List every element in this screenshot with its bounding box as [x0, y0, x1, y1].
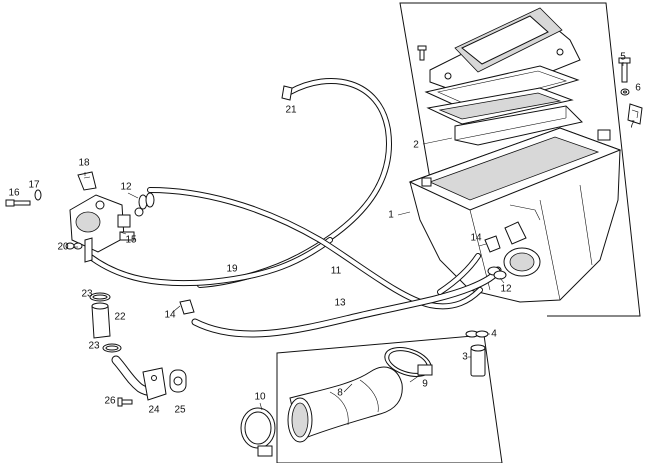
callout-11: 11: [331, 266, 342, 277]
air-box-housing: [408, 127, 622, 303]
bolt-16: [5, 199, 31, 207]
callout-2: 2: [413, 140, 419, 151]
bracket-18: [77, 171, 97, 191]
callout-15: 15: [125, 235, 137, 246]
spring-clip-21: [281, 85, 293, 101]
hose-to-box: [437, 253, 481, 295]
callout-23-lower: 23: [88, 341, 100, 352]
leader-lines: [74, 62, 624, 411]
callout-6: 6: [635, 83, 641, 94]
callout-7: 7: [629, 120, 635, 131]
callout-25: 25: [174, 405, 186, 416]
callout-3: 3: [462, 352, 468, 363]
hose-13: [191, 266, 502, 338]
callout-24: 24: [148, 405, 160, 416]
cover-screw: [618, 57, 631, 83]
washer-17: [34, 189, 42, 201]
callout-18: 18: [78, 158, 90, 169]
clamp-9: [384, 347, 433, 377]
washer: [620, 88, 630, 96]
pump-valve-assembly: [69, 194, 135, 263]
callout-14-lower: 14: [164, 310, 176, 321]
clamp-20: [65, 242, 83, 250]
callout-22: 22: [114, 312, 126, 323]
callout-23-upper: 23: [81, 289, 93, 300]
sleeve-22: [91, 302, 111, 339]
gasket-25: [169, 369, 187, 393]
callout-12-right: 12: [500, 284, 512, 295]
clip-14-upper: [484, 235, 501, 253]
clamp-10: [240, 407, 276, 457]
hose-clamp-12-right: [487, 266, 507, 280]
callout-20: 20: [57, 242, 69, 253]
callout-5: 5: [620, 52, 626, 63]
callout-12-left: 12: [120, 182, 132, 193]
drain-plug: [470, 344, 486, 377]
hose-19: [85, 237, 333, 287]
spring-clip: [627, 103, 643, 125]
callout-4: 4: [491, 329, 497, 340]
callout-17: 17: [28, 180, 40, 191]
callout-14-upper: 14: [470, 233, 482, 244]
callout-19: 19: [226, 264, 238, 275]
hose-11: [147, 187, 483, 310]
hose-clamp-12-left: [134, 192, 155, 217]
air-filter-element: [426, 87, 583, 146]
clip-14-lower: [179, 299, 195, 315]
airbox-group-frame: [399, 2, 641, 317]
pipe-24: [111, 355, 167, 401]
callout-8: 8: [337, 388, 343, 399]
small-screw-top: [417, 45, 427, 61]
airbox-cover: [429, 7, 581, 101]
intake-duct-8: [287, 366, 403, 443]
callout-21: 21: [285, 105, 297, 116]
intake-duct-group-frame: [276, 334, 503, 463]
hose-clamp-4: [465, 330, 489, 338]
callout-13: 13: [334, 298, 346, 309]
callout-10: 10: [254, 392, 266, 403]
callout-26: 26: [104, 396, 116, 407]
clamp-23-lower: [102, 343, 122, 353]
callout-1: 1: [388, 210, 394, 221]
screw-26: [117, 397, 133, 407]
callout-16: 16: [8, 188, 20, 199]
clamp-23-upper: [89, 292, 111, 302]
callout-9: 9: [422, 379, 428, 390]
